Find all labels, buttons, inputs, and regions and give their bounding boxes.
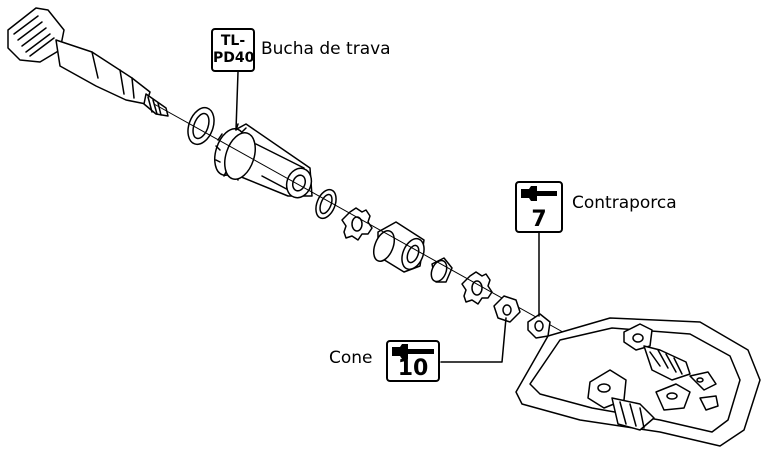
leader-lines xyxy=(235,71,540,363)
axis-line xyxy=(153,103,571,337)
locknut xyxy=(527,313,551,339)
label-lock-bushing: Bucha de trava xyxy=(261,39,391,59)
wrench-icon: 10 xyxy=(386,340,440,382)
label-cone: Cone xyxy=(329,348,373,368)
lock-bushing xyxy=(214,123,313,199)
small-bearing xyxy=(430,257,453,283)
label-locknut: Contraporca xyxy=(572,193,677,213)
wrench-glyph xyxy=(392,344,434,359)
tool-code-line1: TL- xyxy=(220,33,246,49)
washer-ring xyxy=(315,188,337,220)
tooth-washer-2 xyxy=(461,271,493,305)
seal-ring xyxy=(187,106,215,146)
tooth-washer-1 xyxy=(341,207,373,241)
leader-cone xyxy=(440,317,507,363)
wrench-icon: 7 xyxy=(515,181,563,233)
leader-tl-pd40 xyxy=(235,71,239,131)
wrench-size-10: 10 xyxy=(397,356,429,381)
tool-code-line2: PD40 xyxy=(213,50,255,66)
cone-nut xyxy=(493,295,521,323)
pedal-body xyxy=(515,317,761,447)
bushing-sleeve xyxy=(372,221,425,273)
wrench-size-7: 7 xyxy=(531,207,547,232)
tool-code-icon: TL- PD40 xyxy=(211,28,255,72)
spindle xyxy=(7,7,169,117)
wrench-glyph xyxy=(521,186,557,201)
